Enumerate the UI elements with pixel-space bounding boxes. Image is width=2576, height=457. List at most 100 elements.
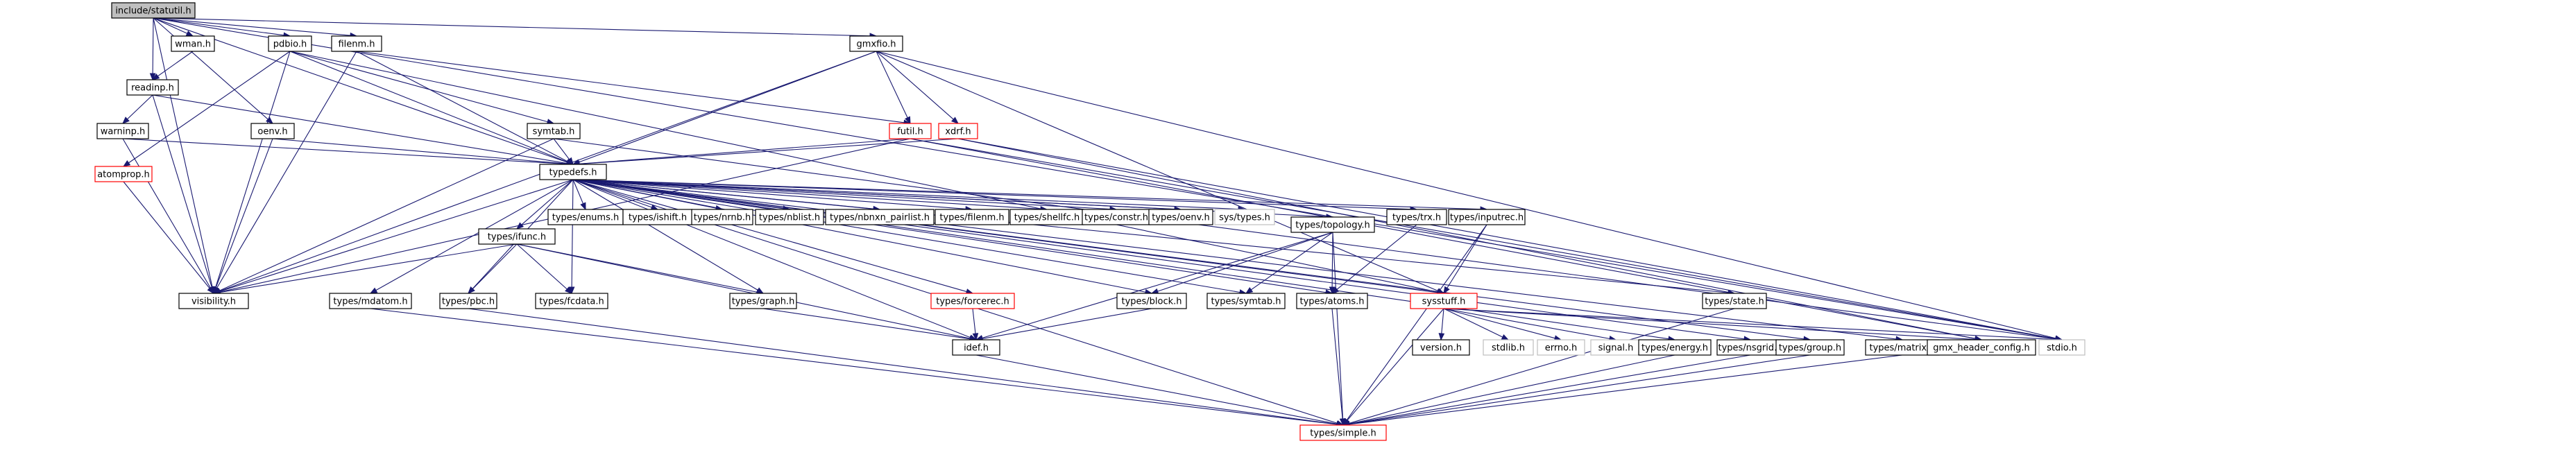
edge-line	[572, 179, 1240, 293]
node-nsgrid[interactable]: types/nsgrid.h	[1716, 339, 1784, 356]
node-box	[535, 293, 608, 309]
node-label: wman.h	[175, 40, 211, 50]
edge-line	[572, 179, 967, 293]
node-ishift[interactable]: types/ishift.h	[622, 209, 693, 225]
node-tfilenm[interactable]: types/filenm.h	[935, 209, 1009, 225]
node-simple[interactable]: types/simple.h	[1299, 424, 1387, 441]
node-label: errno.h	[1545, 343, 1578, 354]
edge-statutil-to-visibility	[153, 17, 216, 295]
arrowhead-icon	[122, 117, 130, 124]
edge-line	[957, 138, 1976, 339]
node-symtab[interactable]: symtab.h	[527, 123, 581, 139]
edge-energy-to-simple	[1342, 354, 1675, 427]
node-label: xdrf.h	[945, 127, 971, 137]
arrowhead-icon	[369, 287, 378, 294]
node-topology[interactable]: types/topology.h	[1290, 216, 1375, 233]
node-gmxhdr[interactable]: gmx_header_config.h	[1927, 339, 2036, 356]
node-box	[111, 2, 196, 19]
node-label: signal.h	[1598, 343, 1634, 354]
node-box	[691, 209, 753, 225]
node-xdrf[interactable]: xdrf.h	[938, 123, 978, 139]
node-mdatom[interactable]: types/mdatom.h	[329, 293, 412, 309]
edge-line	[1349, 354, 1675, 424]
node-inputrec[interactable]: types/inputrec.h	[1448, 209, 1526, 225]
node-wman[interactable]: wman.h	[171, 35, 215, 52]
node-filenm[interactable]: filenm.h	[331, 35, 382, 52]
edge-line	[957, 138, 2056, 339]
node-stdio[interactable]: stdio.h	[2038, 339, 2085, 356]
node-box	[329, 293, 412, 309]
node-ifunc[interactable]: types/ifunc.h	[478, 228, 556, 245]
node-version[interactable]: version.h	[1412, 339, 1470, 356]
node-oenv[interactable]: oenv.h	[250, 123, 295, 139]
edge-futil-to-typedefs	[572, 138, 911, 167]
node-sysstuff[interactable]: sysstuff.h	[1410, 293, 1478, 309]
node-graph[interactable]: types/graph.h	[729, 293, 797, 309]
node-tsymtab[interactable]: types/symtab.h	[1206, 293, 1286, 309]
edge-filenm-to-futil	[356, 51, 912, 126]
node-enums[interactable]: types/enums.h	[547, 209, 624, 225]
node-nblist[interactable]: types/nblist.h	[755, 209, 824, 225]
edge-line	[153, 17, 351, 36]
edge-trx-to-atoms	[1331, 224, 1417, 294]
edge-line	[572, 179, 1745, 340]
node-visibility[interactable]: visibility.h	[178, 293, 249, 309]
node-forcerec[interactable]: types/forcerec.h	[930, 293, 1015, 309]
edge-line	[521, 179, 574, 225]
node-group[interactable]: types/group.h	[1775, 339, 1845, 356]
edge-line	[1443, 308, 1555, 339]
node-nrnb[interactable]: types/nrnb.h	[691, 209, 753, 225]
node-futil[interactable]: futil.h	[889, 123, 932, 139]
edge-line	[579, 138, 959, 164]
node-fcdata[interactable]: types/fcdata.h	[535, 293, 608, 309]
node-box	[1214, 209, 1275, 225]
node-nbnxnpl[interactable]: types/nbnxn_pairlist.h	[825, 209, 935, 225]
node-systypes[interactable]: sys/types.h	[1214, 209, 1275, 225]
node-label: types/oenv.h	[1152, 213, 1209, 223]
node-pbc[interactable]: types/pbc.h	[439, 293, 497, 309]
edge-line	[153, 17, 568, 163]
edge-line	[370, 308, 1338, 425]
edge-line	[982, 308, 1152, 339]
node-signal[interactable]: signal.h	[1590, 339, 1641, 356]
arrowhead-icon	[122, 160, 131, 167]
node-state[interactable]: types/state.h	[1702, 293, 1767, 309]
node-block[interactable]: types/block.h	[1116, 293, 1187, 309]
node-energy[interactable]: types/energy.h	[1638, 339, 1712, 356]
node-box	[94, 166, 153, 182]
node-label: include/statutil.h	[115, 6, 191, 17]
edge-line	[910, 138, 1976, 339]
node-trx[interactable]: types/trx.h	[1386, 209, 1447, 225]
node-atoms[interactable]: types/atoms.h	[1296, 293, 1368, 309]
edge-line	[910, 138, 2056, 339]
edge-line	[1346, 224, 1487, 421]
node-warninp[interactable]: warninp.h	[96, 123, 149, 139]
node-label: typedefs.h	[549, 168, 597, 178]
node-gmxfio[interactable]: gmxfio.h	[849, 35, 903, 52]
node-box	[1386, 209, 1447, 225]
node-atomprop[interactable]: atomprop.h	[94, 166, 153, 182]
node-constr[interactable]: types/constr.h	[1082, 209, 1151, 225]
node-statutil[interactable]: include/statutil.h	[111, 2, 196, 19]
node-box	[1927, 339, 2036, 356]
node-pdbio[interactable]: pdbio.h	[268, 35, 312, 52]
arrowhead-icon	[149, 73, 156, 81]
node-shellfc[interactable]: types/shellfc.h	[1009, 209, 1084, 225]
node-label: types/nbnxn_pairlist.h	[830, 213, 930, 223]
node-label: types/ifunc.h	[488, 232, 546, 243]
node-label: futil.h	[897, 127, 923, 137]
node-idef[interactable]: idef.h	[952, 339, 1000, 356]
edge-line	[572, 179, 1146, 293]
node-typedefs[interactable]: typedefs.h	[539, 164, 607, 180]
edge-line	[272, 138, 568, 164]
node-stdlib[interactable]: stdlib.h	[1483, 339, 1534, 356]
node-toenv[interactable]: types/oenv.h	[1148, 209, 1213, 225]
edge-group-to-simple	[1342, 354, 1811, 427]
edge-line	[216, 51, 357, 288]
edge-sysstuff-to-gmxhdr	[1443, 308, 1983, 343]
node-matrix[interactable]: types/matrix.h	[1865, 339, 1940, 356]
node-errno[interactable]: errno.h	[1537, 339, 1585, 356]
node-box	[250, 123, 295, 139]
node-readinp[interactable]: readinp.h	[126, 79, 179, 96]
